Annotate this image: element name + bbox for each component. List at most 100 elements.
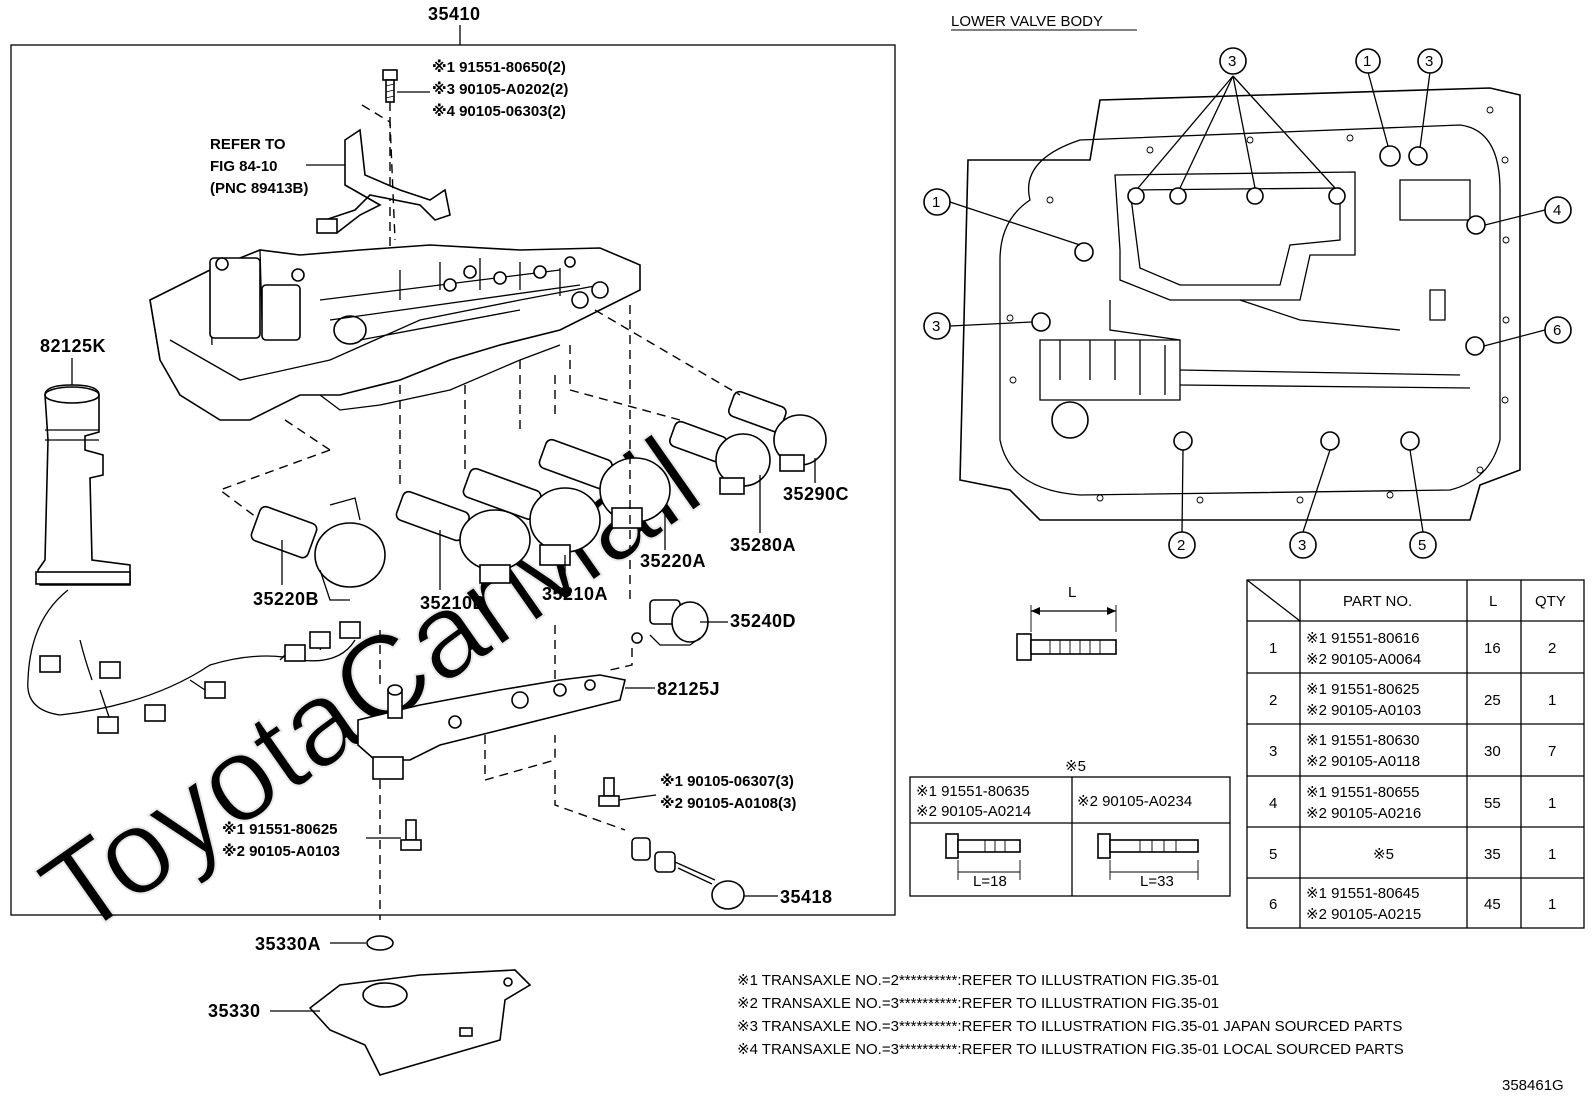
top-bolt-callout-3: ※4 90105-06303(2) bbox=[432, 102, 566, 120]
svg-text:※2 90105-A0118: ※2 90105-A0118 bbox=[1306, 753, 1420, 770]
svg-text:※2 90105-A0215: ※2 90105-A0215 bbox=[1306, 906, 1421, 923]
svg-text:2: 2 bbox=[1548, 640, 1556, 657]
refer-note-line-2: FIG 84-10 bbox=[210, 158, 278, 175]
refer-note-line-3: (PNC 89413B) bbox=[210, 180, 308, 197]
svg-text:7: 7 bbox=[1548, 743, 1556, 760]
solenoid-35220B-drawing bbox=[250, 497, 386, 601]
svg-text:55: 55 bbox=[1484, 795, 1501, 812]
lower-body-marker-4: 4 bbox=[1544, 196, 1572, 224]
note5-dim-18: L=18 bbox=[973, 873, 1007, 890]
note5-title: ※5 bbox=[1065, 758, 1086, 775]
svg-text:2: 2 bbox=[1269, 692, 1277, 709]
part-label-35418: 35418 bbox=[780, 887, 833, 907]
note5-col1-line-1: ※1 91551-80635 bbox=[916, 783, 1030, 800]
svg-text:5: 5 bbox=[1269, 846, 1277, 863]
bracket-bolt-callout-2: ※2 90105-A0108(3) bbox=[660, 794, 796, 812]
bolt-dimension-icon bbox=[1016, 605, 1117, 661]
lower-body-marker-1b: 1 bbox=[923, 188, 951, 216]
part-label-35280A: 35280A bbox=[730, 535, 796, 555]
lower-body-marker-6: 6 bbox=[1544, 316, 1572, 344]
part-label-35210B: 35210B bbox=[420, 593, 486, 613]
bolt-dimension-label: L bbox=[1068, 584, 1076, 601]
wire-harness-drawing bbox=[27, 384, 361, 734]
lower-body-marker-3a: 3 bbox=[1219, 47, 1247, 75]
svg-text:※1 91551-80655: ※1 91551-80655 bbox=[1306, 784, 1420, 801]
part-label-35240D: 35240D bbox=[730, 611, 796, 631]
svg-text:35: 35 bbox=[1484, 846, 1501, 863]
valve-body-drawing bbox=[149, 244, 641, 421]
part-label-82125J: 82125J bbox=[657, 679, 720, 699]
footnote-4: ※4 TRANSAXLE NO.=3**********:REFER TO IL… bbox=[737, 1041, 1404, 1058]
svg-text:3: 3 bbox=[1269, 743, 1277, 760]
parts-table bbox=[1246, 579, 1585, 929]
top-bolt-icon bbox=[382, 69, 430, 103]
lower-body-marker-2: 2 bbox=[1168, 531, 1196, 559]
solenoid-35210A-drawing bbox=[462, 467, 601, 566]
svg-text:1: 1 bbox=[932, 194, 940, 211]
part-label-35330A: 35330A bbox=[255, 934, 321, 954]
lower-bolt-callout-2: ※2 90105-A0103 bbox=[222, 842, 340, 860]
footnote-2: ※2 TRANSAXLE NO.=3**********:REFER TO IL… bbox=[737, 995, 1219, 1012]
svg-text:6: 6 bbox=[1553, 322, 1561, 339]
svg-text:1: 1 bbox=[1363, 53, 1371, 70]
parts-table-row-2: 2 ※1 91551-80625 ※2 90105-A0103 25 1 bbox=[1269, 681, 1556, 719]
solenoid-35280A-drawing bbox=[668, 420, 771, 495]
bracket-bolt-callout-1: ※1 90105-06307(3) bbox=[660, 772, 794, 790]
svg-text:4: 4 bbox=[1269, 795, 1277, 812]
parts-table-row-3: 3 ※1 91551-80630 ※2 90105-A0118 30 7 bbox=[1269, 732, 1556, 770]
solenoid-35240D-drawing bbox=[631, 599, 709, 646]
assembly-number: 35410 bbox=[428, 4, 481, 24]
svg-text:4: 4 bbox=[1553, 202, 1561, 219]
lower-body-marker-3c: 3 bbox=[923, 312, 951, 340]
lower-body-marker-3b: 3 bbox=[1417, 48, 1443, 74]
harness-bracket-drawing bbox=[357, 674, 626, 780]
bracket-bolt-icon bbox=[598, 777, 657, 807]
lower-valve-body-title: LOWER VALVE BODY bbox=[951, 13, 1103, 30]
footnote-3: ※3 TRANSAXLE NO.=3**********:REFER TO IL… bbox=[737, 1018, 1402, 1035]
diagram-id: 358461G bbox=[1502, 1077, 1564, 1094]
lower-body-leaders bbox=[949, 71, 1546, 533]
svg-text:※1 91551-80645: ※1 91551-80645 bbox=[1306, 885, 1420, 902]
svg-text:2: 2 bbox=[1177, 537, 1185, 554]
svg-text:※2 90105-A0216: ※2 90105-A0216 bbox=[1306, 805, 1421, 822]
svg-text:3: 3 bbox=[932, 318, 940, 335]
svg-text:6: 6 bbox=[1269, 896, 1277, 913]
svg-text:16: 16 bbox=[1484, 640, 1501, 657]
svg-text:3: 3 bbox=[1425, 53, 1433, 70]
part-label-35220B: 35220B bbox=[253, 589, 319, 609]
parts-table-header-part-no: PART NO. bbox=[1343, 593, 1412, 610]
svg-text:5: 5 bbox=[1418, 537, 1426, 554]
part-label-35220A: 35220A bbox=[640, 551, 706, 571]
top-bolt-callout-1: ※1 91551-80650(2) bbox=[432, 58, 566, 76]
part-label-35210A: 35210A bbox=[542, 584, 608, 604]
note5-col1-line-2: ※2 90105-A0214 bbox=[916, 803, 1031, 820]
svg-text:1: 1 bbox=[1548, 692, 1556, 709]
parts-table-header-qty: QTY bbox=[1535, 593, 1566, 610]
note5-col2: ※2 90105-A0234 bbox=[1077, 793, 1192, 810]
parts-table-row-1: 1 ※1 91551-80616 ※2 90105-A0064 16 2 bbox=[1269, 630, 1556, 668]
note5-table bbox=[909, 776, 1231, 897]
svg-text:1: 1 bbox=[1548, 896, 1556, 913]
svg-text:※2 90105-A0064: ※2 90105-A0064 bbox=[1306, 651, 1421, 668]
solenoid-35210B-drawing bbox=[395, 490, 531, 584]
top-bolt-callout-2: ※3 90105-A0202(2) bbox=[432, 80, 568, 98]
parts-table-row-6: 6 ※1 91551-80645 ※2 90105-A0215 45 1 bbox=[1269, 885, 1556, 923]
svg-text:※2 90105-A0103: ※2 90105-A0103 bbox=[1306, 702, 1421, 719]
lower-valve-body-drawing bbox=[959, 87, 1521, 521]
assembly-frame bbox=[10, 25, 896, 916]
svg-text:3: 3 bbox=[1228, 53, 1236, 70]
svg-text:※1 91551-80625: ※1 91551-80625 bbox=[1306, 681, 1420, 698]
plate-bracket-drawing bbox=[316, 104, 451, 241]
svg-text:※1 91551-80630: ※1 91551-80630 bbox=[1306, 732, 1420, 749]
lower-bolt-callout-1: ※1 91551-80625 bbox=[222, 820, 338, 838]
parts-table-row-4: 4 ※1 91551-80655 ※2 90105-A0216 55 1 bbox=[1269, 784, 1556, 822]
parts-table-header-l: L bbox=[1489, 593, 1497, 610]
lower-bolt-icon bbox=[366, 819, 422, 851]
detent-spring-drawing bbox=[631, 837, 745, 910]
part-label-35330: 35330 bbox=[208, 1001, 261, 1021]
solenoid-35220A-drawing bbox=[538, 438, 671, 529]
svg-text:※1 91551-80616: ※1 91551-80616 bbox=[1306, 630, 1420, 647]
part-label-82125K: 82125K bbox=[40, 336, 106, 356]
svg-text:45: 45 bbox=[1484, 896, 1501, 913]
